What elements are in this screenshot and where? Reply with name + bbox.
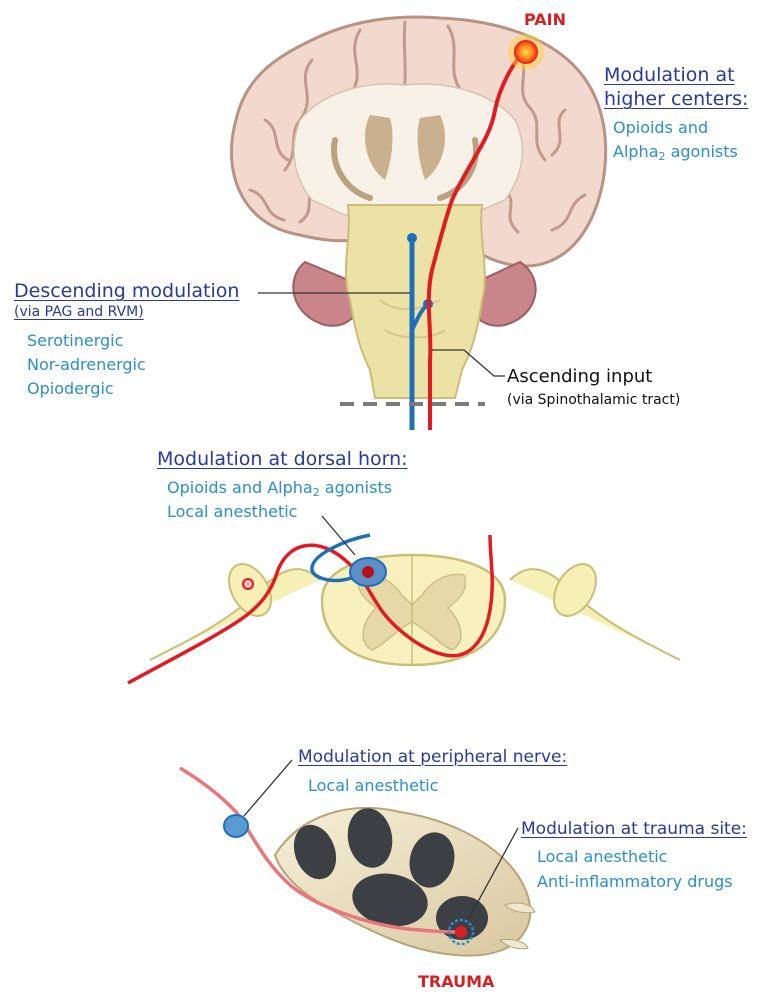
descending-item-nor-adrenergic: Nor-adrenergic [27,355,146,374]
ascending-input-heading: Ascending input [507,366,652,388]
ascending-input-subheading: (via Spinothalamic tract) [507,392,680,409]
dorsal-horn-heading: Modulation at dorsal horn: [157,448,408,471]
pain-label: PAIN [524,10,566,29]
peripheral-nerve-heading: Modulation at peripheral nerve: [298,747,567,767]
brainstem [346,205,485,398]
peripheral-nerve-target [224,815,248,837]
trauma-label: TRAUMA [418,972,494,991]
spinal-cord-cross-section [150,555,680,665]
dorsal-horn-item-opioids-alpha2: Opioids and Alpha2 agonists [167,478,392,499]
trauma-site-item-local-anesthetic: Local anesthetic [537,847,667,866]
brain-illustration [232,17,606,398]
pain-burst [508,34,544,70]
trauma-site-heading: Modulation at trauma site: [521,819,747,839]
spinal-ganglion-neuron [243,579,253,589]
brain-white-matter [294,84,522,215]
higher-centers-heading-line2: higher centers: [604,88,748,111]
higher-centers-item-opioids: Opioids and [613,118,708,137]
descending-item-opiodergic: Opiodergic [27,379,114,398]
paw-illustration [275,805,535,956]
descending-modulation-heading: Descending modulation [14,280,239,303]
descending-modulation-subheading: (via PAG and RVM) [14,304,144,321]
peripheral-leader-line [244,760,292,816]
descending-item-serotinergic: Serotinergic [27,331,123,350]
higher-centers-item-alpha2: Alpha2 agonists [613,142,738,163]
dorsal-horn-item-local-anesthetic: Local anesthetic [167,502,297,521]
dorsal-horn-target [350,558,386,586]
peripheral-nerve-item-local-anesthetic: Local anesthetic [308,776,438,795]
trauma-site-item-anti-inflammatory: Anti-inflammatory drugs [537,872,733,891]
higher-centers-heading-line1: Modulation at [604,64,735,87]
